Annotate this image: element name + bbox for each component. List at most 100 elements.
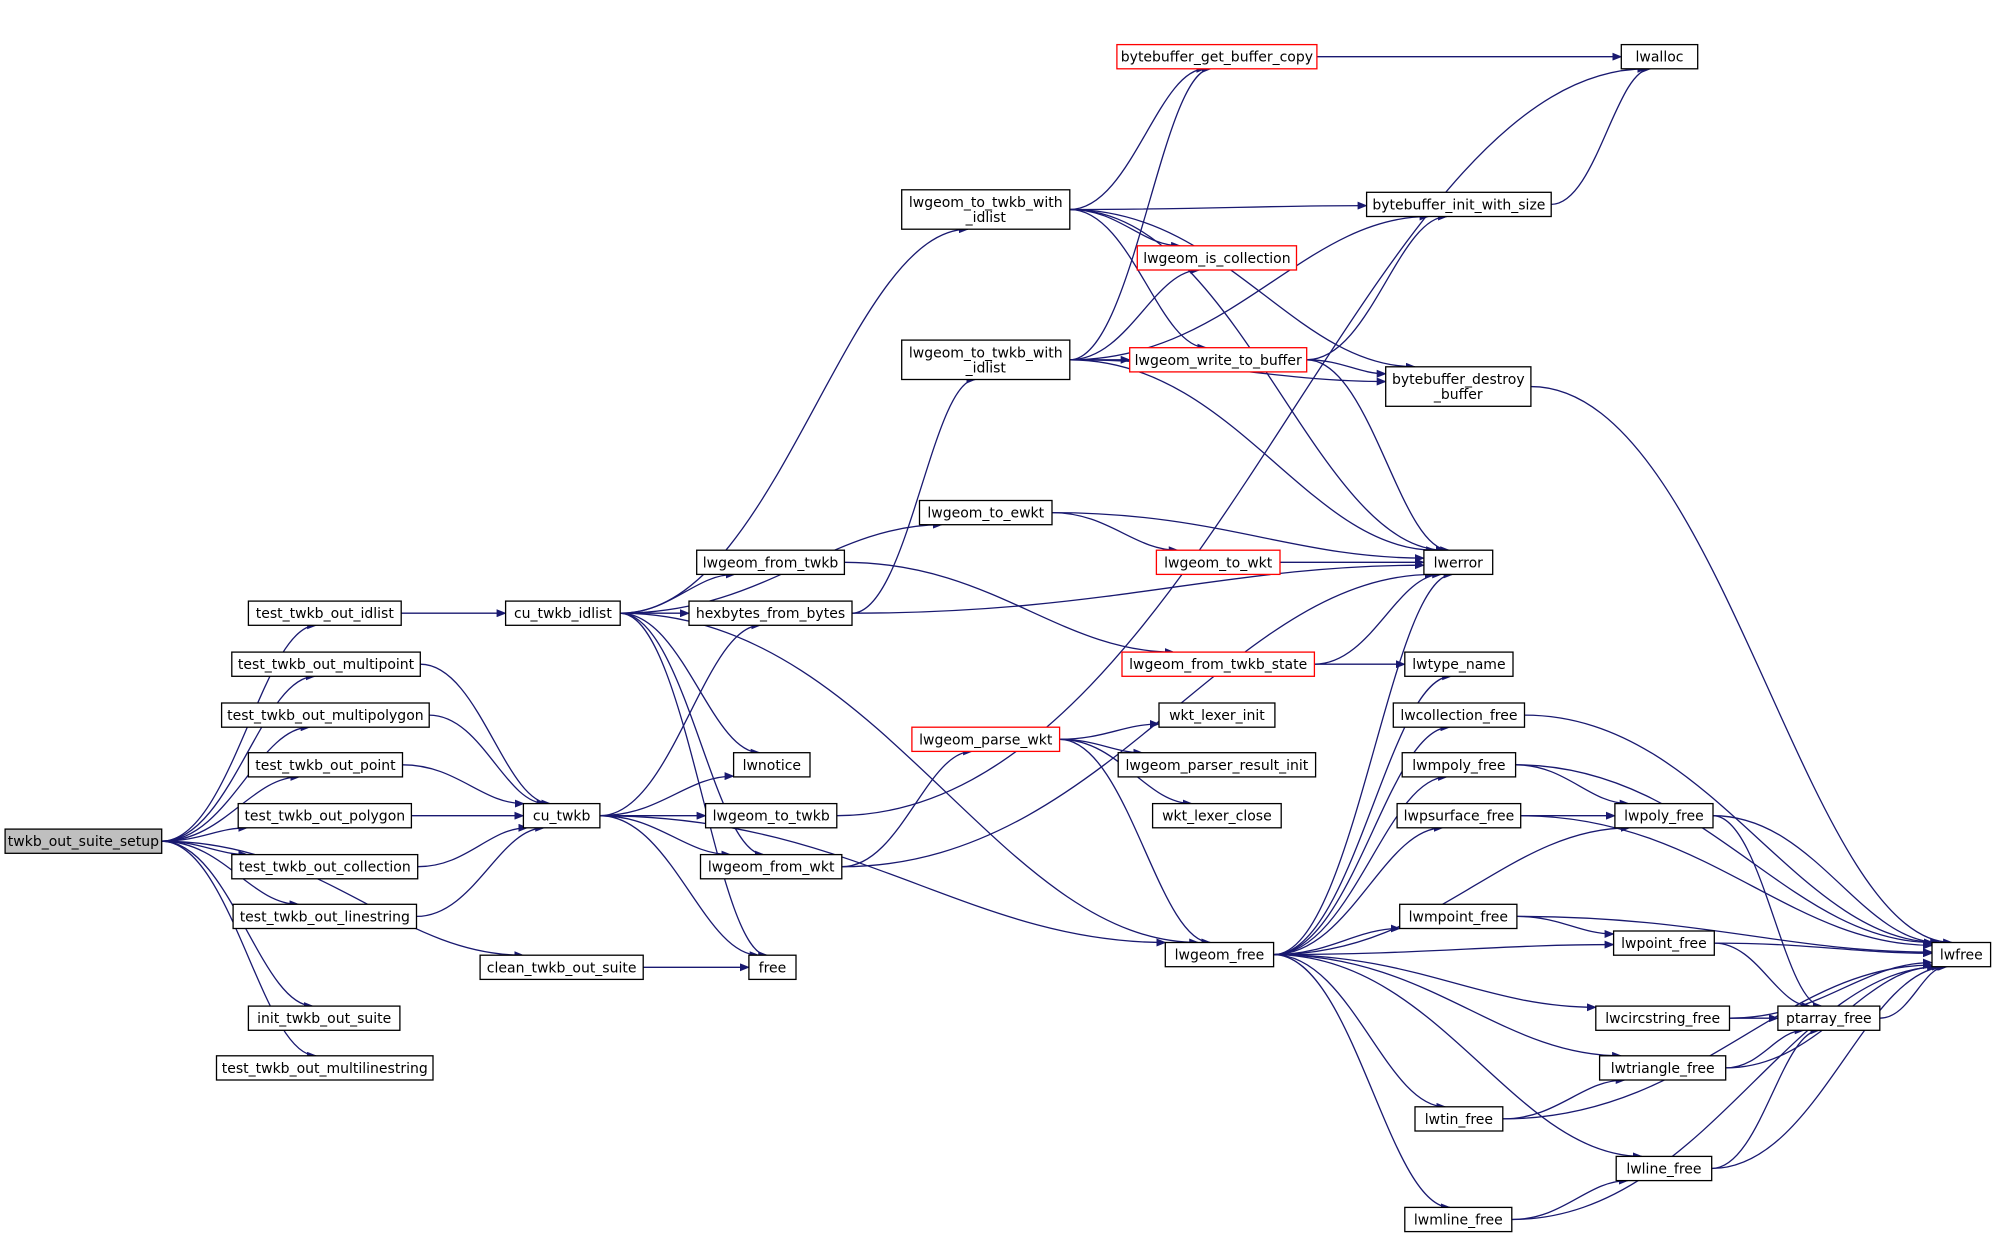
node-lwpsurface-free[interactable]: lwpsurface_free [1396, 802, 1522, 829]
node-box[interactable] [247, 1005, 401, 1031]
node-lwmpoly-free[interactable]: lwmpoly_free [1401, 752, 1517, 778]
node-box[interactable] [901, 339, 1071, 381]
node-box[interactable] [1392, 702, 1526, 728]
node-lwgeom-write-to-buffer[interactable]: lwgeom_write_to_buffer [1129, 347, 1308, 373]
node-lwgeom-from-wkt[interactable]: lwgeom_from_wkt [699, 853, 843, 880]
node-test-twkb-out-linestring[interactable]: test_twkb_out_linestring [232, 903, 418, 930]
node-lwmpoint-free[interactable]: lwmpoint_free [1399, 903, 1518, 930]
node-box[interactable] [699, 853, 843, 880]
node-box[interactable] [1158, 702, 1276, 728]
node-cu-twkb-idlist[interactable]: cu_twkb_idlist [504, 600, 621, 626]
node-lwgeom-parser-result-init[interactable]: lwgeom_parser_result_init [1117, 752, 1317, 778]
node-box[interactable] [1129, 347, 1308, 373]
node-box[interactable] [247, 600, 402, 626]
node-test-twkb-out-multipolygon[interactable]: test_twkb_out_multipolygon [220, 702, 430, 728]
node-box[interactable] [918, 499, 1053, 526]
node-test-twkb-out-point[interactable]: test_twkb_out_point [247, 752, 404, 778]
node-lwnotice[interactable]: lwnotice [732, 752, 811, 778]
node-wkt-lexer-init[interactable]: wkt_lexer_init [1158, 702, 1276, 728]
node-lwgeom-is-collection[interactable]: lwgeom_is_collection [1136, 245, 1298, 271]
node-lwgeom-to-twkb-with-idlist-2[interactable]: lwgeom_to_twkb_with_idlist [901, 339, 1071, 381]
node-box[interactable] [1401, 752, 1517, 778]
node-box[interactable] [696, 549, 846, 576]
node-box[interactable] [1612, 930, 1715, 956]
node-lwgeom-to-wkt[interactable]: lwgeom_to_wkt [1155, 549, 1281, 576]
node-box[interactable] [1385, 366, 1532, 407]
node-box[interactable] [1136, 245, 1298, 271]
node-box[interactable] [1164, 941, 1275, 968]
node-box[interactable] [522, 802, 601, 829]
node-box[interactable] [1404, 651, 1514, 677]
node-box[interactable] [1365, 191, 1552, 218]
node-hexbytes-from-bytes[interactable]: hexbytes_from_bytes [688, 600, 853, 626]
node-test-twkb-out-multilinestring[interactable]: test_twkb_out_multilinestring [215, 1055, 434, 1081]
node-lwfree[interactable]: lwfree [1931, 941, 1992, 968]
node-box[interactable] [1615, 1155, 1713, 1182]
node-box[interactable] [232, 903, 418, 930]
node-lwerror[interactable]: lwerror [1423, 549, 1494, 576]
node-box[interactable] [231, 651, 421, 677]
node-lwtype-name[interactable]: lwtype_name [1404, 651, 1514, 677]
node-lwalloc[interactable]: lwalloc [1620, 43, 1699, 70]
node-clean-twkb-out-suite[interactable]: clean_twkb_out_suite [479, 954, 644, 981]
node-box[interactable] [1404, 1206, 1513, 1233]
node-box[interactable] [1598, 1055, 1727, 1081]
node-box[interactable] [1620, 43, 1699, 70]
node-box[interactable] [1777, 1005, 1881, 1031]
node-box[interactable] [1151, 802, 1282, 829]
node-lwtin-free[interactable]: lwtin_free [1414, 1106, 1504, 1132]
node-twkb-out-suite-setup[interactable]: twkb_out_suite_setup [4, 828, 163, 854]
node-lwgeom-from-twkb[interactable]: lwgeom_from_twkb [696, 549, 846, 576]
node-box[interactable] [1931, 941, 1992, 968]
node-box[interactable] [1117, 752, 1317, 778]
node-box[interactable] [688, 600, 853, 626]
node-lwpoly-free[interactable]: lwpoly_free [1614, 802, 1714, 829]
node-test-twkb-out-polygon[interactable]: test_twkb_out_polygon [237, 802, 413, 829]
node-ptarray-free[interactable]: ptarray_free [1777, 1005, 1881, 1031]
node-lwgeom-from-twkb-state[interactable]: lwgeom_from_twkb_state [1121, 651, 1316, 677]
node-bytebuffer-init-with-size[interactable]: bytebuffer_init_with_size [1365, 191, 1552, 218]
node-cu-twkb[interactable]: cu_twkb [522, 802, 601, 829]
node-box[interactable] [247, 752, 404, 778]
node-lwgeom-free[interactable]: lwgeom_free [1164, 941, 1275, 968]
node-box[interactable] [479, 954, 644, 981]
node-lwgeom-to-twkb-with-idlist-1[interactable]: lwgeom_to_twkb_with_idlist [901, 189, 1071, 230]
node-box[interactable] [231, 853, 419, 880]
node-box[interactable] [901, 189, 1071, 230]
node-lwgeom-to-twkb[interactable]: lwgeom_to_twkb [704, 802, 838, 829]
node-box[interactable] [4, 828, 163, 854]
node-lwcircstring-free[interactable]: lwcircstring_free [1595, 1005, 1731, 1031]
node-lwmline-free[interactable]: lwmline_free [1404, 1206, 1513, 1233]
node-box[interactable] [732, 752, 811, 778]
node-wkt-lexer-close[interactable]: wkt_lexer_close [1151, 802, 1282, 829]
node-box[interactable] [504, 600, 621, 626]
node-lwtriangle-free[interactable]: lwtriangle_free [1598, 1055, 1727, 1081]
node-box[interactable] [1116, 43, 1318, 70]
node-box[interactable] [1595, 1005, 1731, 1031]
node-box[interactable] [911, 726, 1061, 753]
node-free[interactable]: free [748, 954, 797, 981]
node-box[interactable] [215, 1055, 434, 1081]
node-box[interactable] [1423, 549, 1494, 576]
node-box[interactable] [704, 802, 838, 829]
node-test-twkb-out-collection[interactable]: test_twkb_out_collection [231, 853, 419, 880]
node-lwgeom-to-ewkt[interactable]: lwgeom_to_ewkt [918, 499, 1053, 526]
node-init-twkb-out-suite[interactable]: init_twkb_out_suite [247, 1005, 401, 1031]
node-box[interactable] [1614, 802, 1714, 829]
node-box[interactable] [1414, 1106, 1504, 1132]
node-bytebuffer-destroy-buffer[interactable]: bytebuffer_destroy_buffer [1385, 366, 1532, 407]
node-box[interactable] [1121, 651, 1316, 677]
node-box[interactable] [1396, 802, 1522, 829]
node-box[interactable] [220, 702, 430, 728]
node-lwpoint-free[interactable]: lwpoint_free [1612, 930, 1715, 956]
node-test-twkb-out-multipoint[interactable]: test_twkb_out_multipoint [231, 651, 421, 677]
node-box[interactable] [748, 954, 797, 981]
node-lwline-free[interactable]: lwline_free [1615, 1155, 1713, 1182]
node-test-twkb-out-idlist[interactable]: test_twkb_out_idlist [247, 600, 402, 626]
node-box[interactable] [237, 802, 413, 829]
node-lwcollection-free[interactable]: lwcollection_free [1392, 702, 1526, 728]
node-bytebuffer-get-buffer-copy[interactable]: bytebuffer_get_buffer_copy [1116, 43, 1318, 70]
node-box[interactable] [1155, 549, 1281, 576]
node-lwgeom-parse-wkt[interactable]: lwgeom_parse_wkt [911, 726, 1061, 753]
node-box[interactable] [1399, 903, 1518, 930]
